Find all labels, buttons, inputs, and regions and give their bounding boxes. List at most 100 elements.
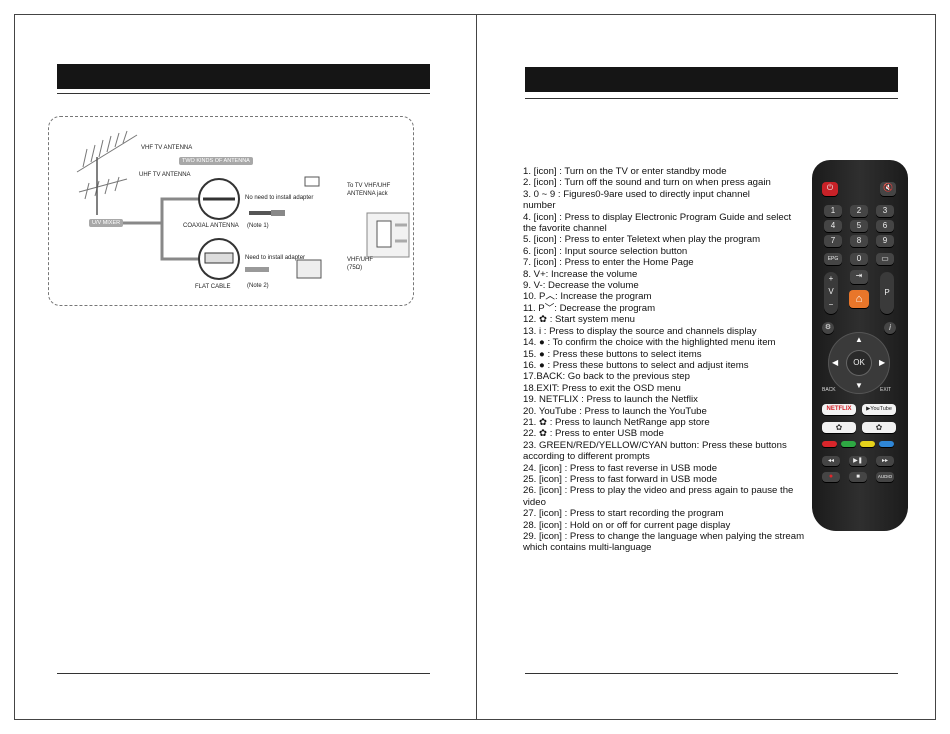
audio-button[interactable]: AUDIO <box>876 472 894 482</box>
instruction-line: 14. ● : To confirm the choice with the h… <box>523 337 776 349</box>
instruction-line: which contains multi-language <box>523 542 652 554</box>
green-key[interactable] <box>841 441 856 447</box>
right-top-rule <box>525 98 898 99</box>
instruction-line: the favorite channel <box>523 223 607 235</box>
mute-button[interactable]: 🔇 <box>880 182 896 196</box>
play-pause-button[interactable]: ▶❚ <box>849 456 867 466</box>
teletext-button[interactable]: ▭ <box>876 253 894 265</box>
instruction-line: 17.BACK: Go back to the previous step <box>523 371 690 383</box>
instruction-line: 2. [icon] : Turn off the sound and turn … <box>523 177 771 189</box>
digit-4-button[interactable]: 4 <box>824 220 842 232</box>
no-adapter-label: No need to install adapter <box>245 195 314 201</box>
instruction-line: 1. [icon] : Turn on the TV or enter stan… <box>523 166 727 177</box>
antenna-jack-label: ANTENNA jack <box>347 191 388 197</box>
exit-button[interactable]: EXIT <box>880 387 892 393</box>
right-header-bar <box>525 67 898 92</box>
netflix-button[interactable]: NETFLIX <box>822 404 856 415</box>
info-button[interactable]: i <box>884 322 896 334</box>
left-header-bar <box>57 64 430 89</box>
instruction-line: video <box>523 496 546 508</box>
instruction-line: 13. i : Press to display the source and … <box>523 325 757 337</box>
instruction-line: 16. ● : Press these buttons to select an… <box>523 359 749 371</box>
instruction-line: 24. [icon] : Press to fast reverse in US… <box>523 462 718 474</box>
instruction-line: 3. 0 ~ 9 : Figures0-9are used to directl… <box>523 188 750 200</box>
stop-button[interactable]: ■ <box>849 472 867 482</box>
digit-8-button[interactable]: 8 <box>850 235 868 247</box>
digit-2-button[interactable]: 2 <box>850 205 868 217</box>
instruction-line: 8. V+: Increase the volume <box>523 268 638 280</box>
flat-plug-icon <box>245 267 269 272</box>
right-bottom-rule <box>525 673 898 674</box>
instruction-line: 4. [icon] : Press to display Electronic … <box>523 211 792 223</box>
note1-label: (Note 1) <box>247 223 269 229</box>
instruction-line: 22. ✿ : Press to enter USB mode <box>523 428 664 440</box>
volume-label: V <box>828 287 834 296</box>
instruction-line: 29. [icon] : Press to change the languag… <box>523 531 805 542</box>
youtube-button[interactable]: ▶YouTube <box>862 404 896 415</box>
ok-button[interactable]: OK <box>847 351 871 375</box>
digit-7-button[interactable]: 7 <box>824 235 842 247</box>
input-source-button[interactable]: ⇥ <box>850 270 868 284</box>
instruction-line: 7. [icon] : Press to enter the Home Page <box>523 257 694 269</box>
up-arrow-icon[interactable]: ▲ <box>855 335 863 344</box>
usb-button[interactable]: ✿ <box>862 422 896 433</box>
fast-forward-button[interactable]: ▸▸ <box>876 456 894 466</box>
left-top-rule <box>57 93 430 94</box>
digit-3-button[interactable]: 3 <box>876 205 894 217</box>
two-kinds-tag: TWO KINDS OF ANTENNA <box>179 157 253 165</box>
epg-button[interactable]: EPG <box>824 253 842 265</box>
uhf-antenna-label: UHF TV ANTENNA <box>139 172 191 178</box>
need-adapter-label: Need to install adapter <box>245 255 306 261</box>
yellow-key[interactable] <box>860 441 875 447</box>
digit-9-button[interactable]: 9 <box>876 235 894 247</box>
volume-up-label: + <box>828 274 834 283</box>
program-rocker[interactable]: P <box>880 272 894 314</box>
down-arrow-icon[interactable]: ▼ <box>855 381 863 390</box>
volume-rocker[interactable]: + V − <box>824 272 838 314</box>
digit-5-button[interactable]: 5 <box>850 220 868 232</box>
cyan-key[interactable] <box>879 441 894 447</box>
volume-down-label: − <box>828 300 834 309</box>
instruction-line: according to different prompts <box>523 451 650 463</box>
digit-1-button[interactable]: 1 <box>824 205 842 217</box>
instruction-line: 28. [icon] : Hold on or off for current … <box>523 519 731 531</box>
instruction-line: 10. P︿: Increase the program <box>523 291 652 303</box>
instruction-line: 27. [icon] : Press to start recording th… <box>523 508 724 520</box>
left-bottom-rule <box>57 673 430 674</box>
right-arrow-icon[interactable]: ▶ <box>879 358 886 367</box>
digit-6-button[interactable]: 6 <box>876 220 894 232</box>
instruction-line: 25. [icon] : Press to fast forward in US… <box>523 473 718 485</box>
menu-gear-icon[interactable]: ⚙ <box>822 322 834 334</box>
digit-0-button[interactable]: 0 <box>850 253 868 265</box>
app-store-button[interactable]: ✿ <box>822 422 856 433</box>
power-button[interactable]: ⏻ <box>822 182 838 196</box>
rewind-button[interactable]: ◂◂ <box>822 456 840 466</box>
red-key[interactable] <box>822 441 837 447</box>
instruction-line: 18.EXIT: Press to exit the OSD menu <box>523 382 681 394</box>
instruction-line: 20. YouTube : Press to launch the YouTub… <box>523 405 707 417</box>
coaxial-antenna-label: COAXIAL ANTENNA <box>183 223 239 229</box>
back-button[interactable]: BACK <box>822 387 836 393</box>
ohm-label: (75Ω) <box>347 265 363 271</box>
instruction-line: number <box>523 200 556 212</box>
cable-lines <box>121 197 207 261</box>
instruction-line: 23. GREEN/RED/YELLOW/CYAN button: Press … <box>523 439 787 451</box>
diagram-lines <box>76 130 410 280</box>
instruction-line: 21. ✿ : Press to launch NetRange app sto… <box>523 416 710 428</box>
record-button[interactable]: ● <box>822 472 840 482</box>
vhf-uhf-label: VHF/UHF <box>347 257 373 263</box>
instruction-line: 9. V-: Decrease the volume <box>523 280 639 292</box>
instruction-line: 5. [icon] : Press to enter Teletext when… <box>523 234 761 246</box>
instruction-line: 26. [icon] : Press to play the video and… <box>523 485 794 497</box>
antenna-connection-diagram: VHF TV ANTENNA TWO KINDS OF ANTENNA UHF … <box>48 116 414 306</box>
home-button[interactable]: ⌂ <box>849 290 869 308</box>
coax-plug-icon <box>249 211 271 215</box>
antenna-icon <box>76 130 138 215</box>
instruction-line: 15. ● : Press these buttons to select it… <box>523 348 702 360</box>
to-tv-label: To TV VHF/UHF <box>347 183 391 189</box>
left-arrow-icon[interactable]: ◀ <box>832 358 839 367</box>
note2-label: (Note 2) <box>247 283 269 289</box>
instruction-line: 12. ✿ : Start system menu <box>523 314 636 326</box>
uv-mixer-tag: U/V MIXER <box>89 219 124 227</box>
